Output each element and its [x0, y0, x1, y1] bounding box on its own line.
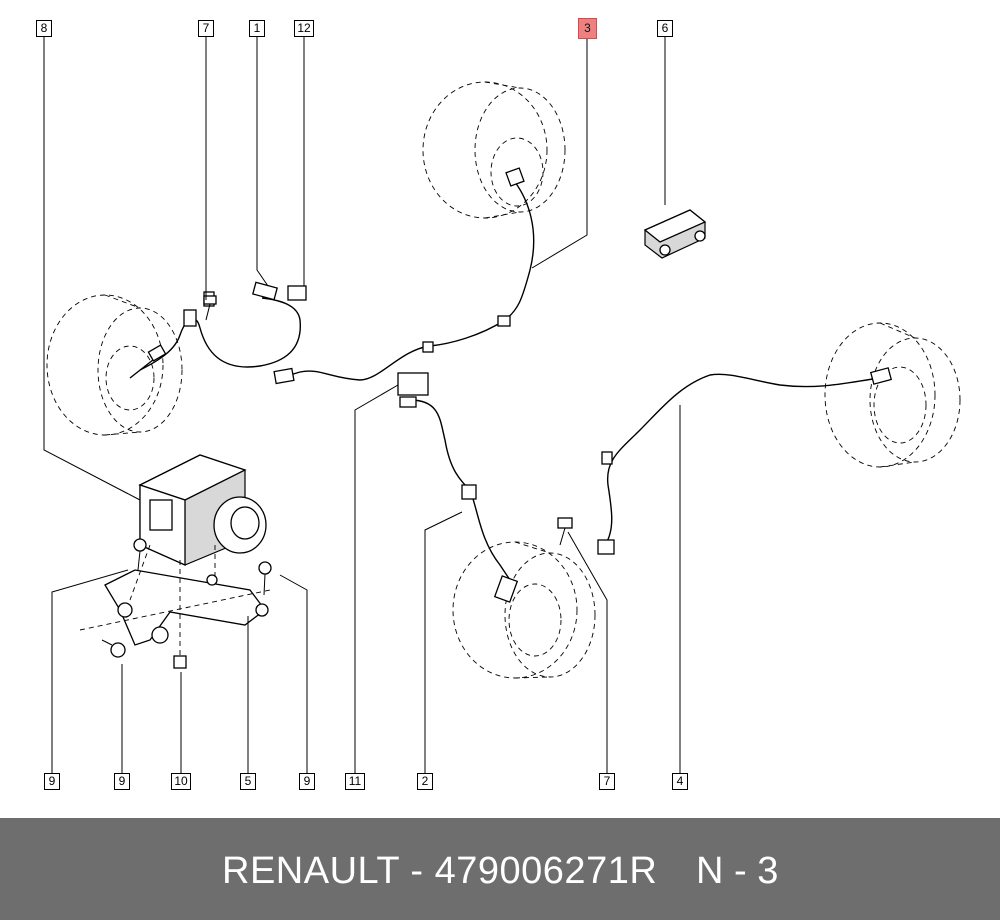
abs-unit	[138, 454, 267, 567]
diagram-reference-label: N - 3	[696, 850, 779, 892]
callout-7-top: 7	[198, 20, 214, 37]
wheel-rear-left	[824, 322, 961, 468]
bolt-top	[203, 295, 217, 321]
parts-diagram: 8 7 1 12 3 6 9 9 10 5 9 11 2 7 4	[36, 18, 961, 790]
callout-6: 6	[657, 20, 673, 37]
callout-11: 11	[345, 773, 365, 790]
callout-4: 4	[672, 773, 688, 790]
wheel-front-right	[452, 541, 596, 679]
screw-9c	[258, 561, 272, 596]
callout-8-top: 8	[36, 20, 52, 37]
callout-9-second: 9	[114, 773, 130, 790]
abs-bracket	[79, 544, 271, 660]
part-number-label: RENAULT - 479006271R	[222, 850, 658, 892]
wheel-rear-right	[422, 81, 566, 219]
yaw-sensor	[643, 209, 707, 259]
sensor-cable-front-left	[129, 281, 307, 379]
footer-bar: RENAULT - 479006271R N - 3	[0, 818, 1000, 920]
callout-1: 1	[249, 20, 265, 37]
callout-7-bottom: 7	[599, 773, 615, 790]
callout-5: 5	[240, 773, 256, 790]
sensor-cable-rear-right	[273, 167, 535, 385]
leader-lines	[43, 36, 681, 775]
bolt-front-right	[557, 517, 573, 546]
screw-9b	[101, 639, 126, 658]
callout-10: 10	[171, 773, 191, 790]
callout-2: 2	[417, 773, 433, 790]
nut-10	[173, 655, 187, 669]
sensor-cable-front-right	[397, 372, 519, 603]
callout-12: 12	[294, 20, 314, 37]
wheel-front-left	[46, 294, 183, 436]
sensor-cable-rear-left	[597, 367, 893, 555]
screw-9a	[133, 538, 147, 571]
callout-9-right: 9	[299, 773, 315, 790]
callout-9-left: 9	[44, 773, 60, 790]
diagram-drawing	[43, 36, 961, 775]
callout-3-highlighted[interactable]: 3	[578, 18, 597, 39]
